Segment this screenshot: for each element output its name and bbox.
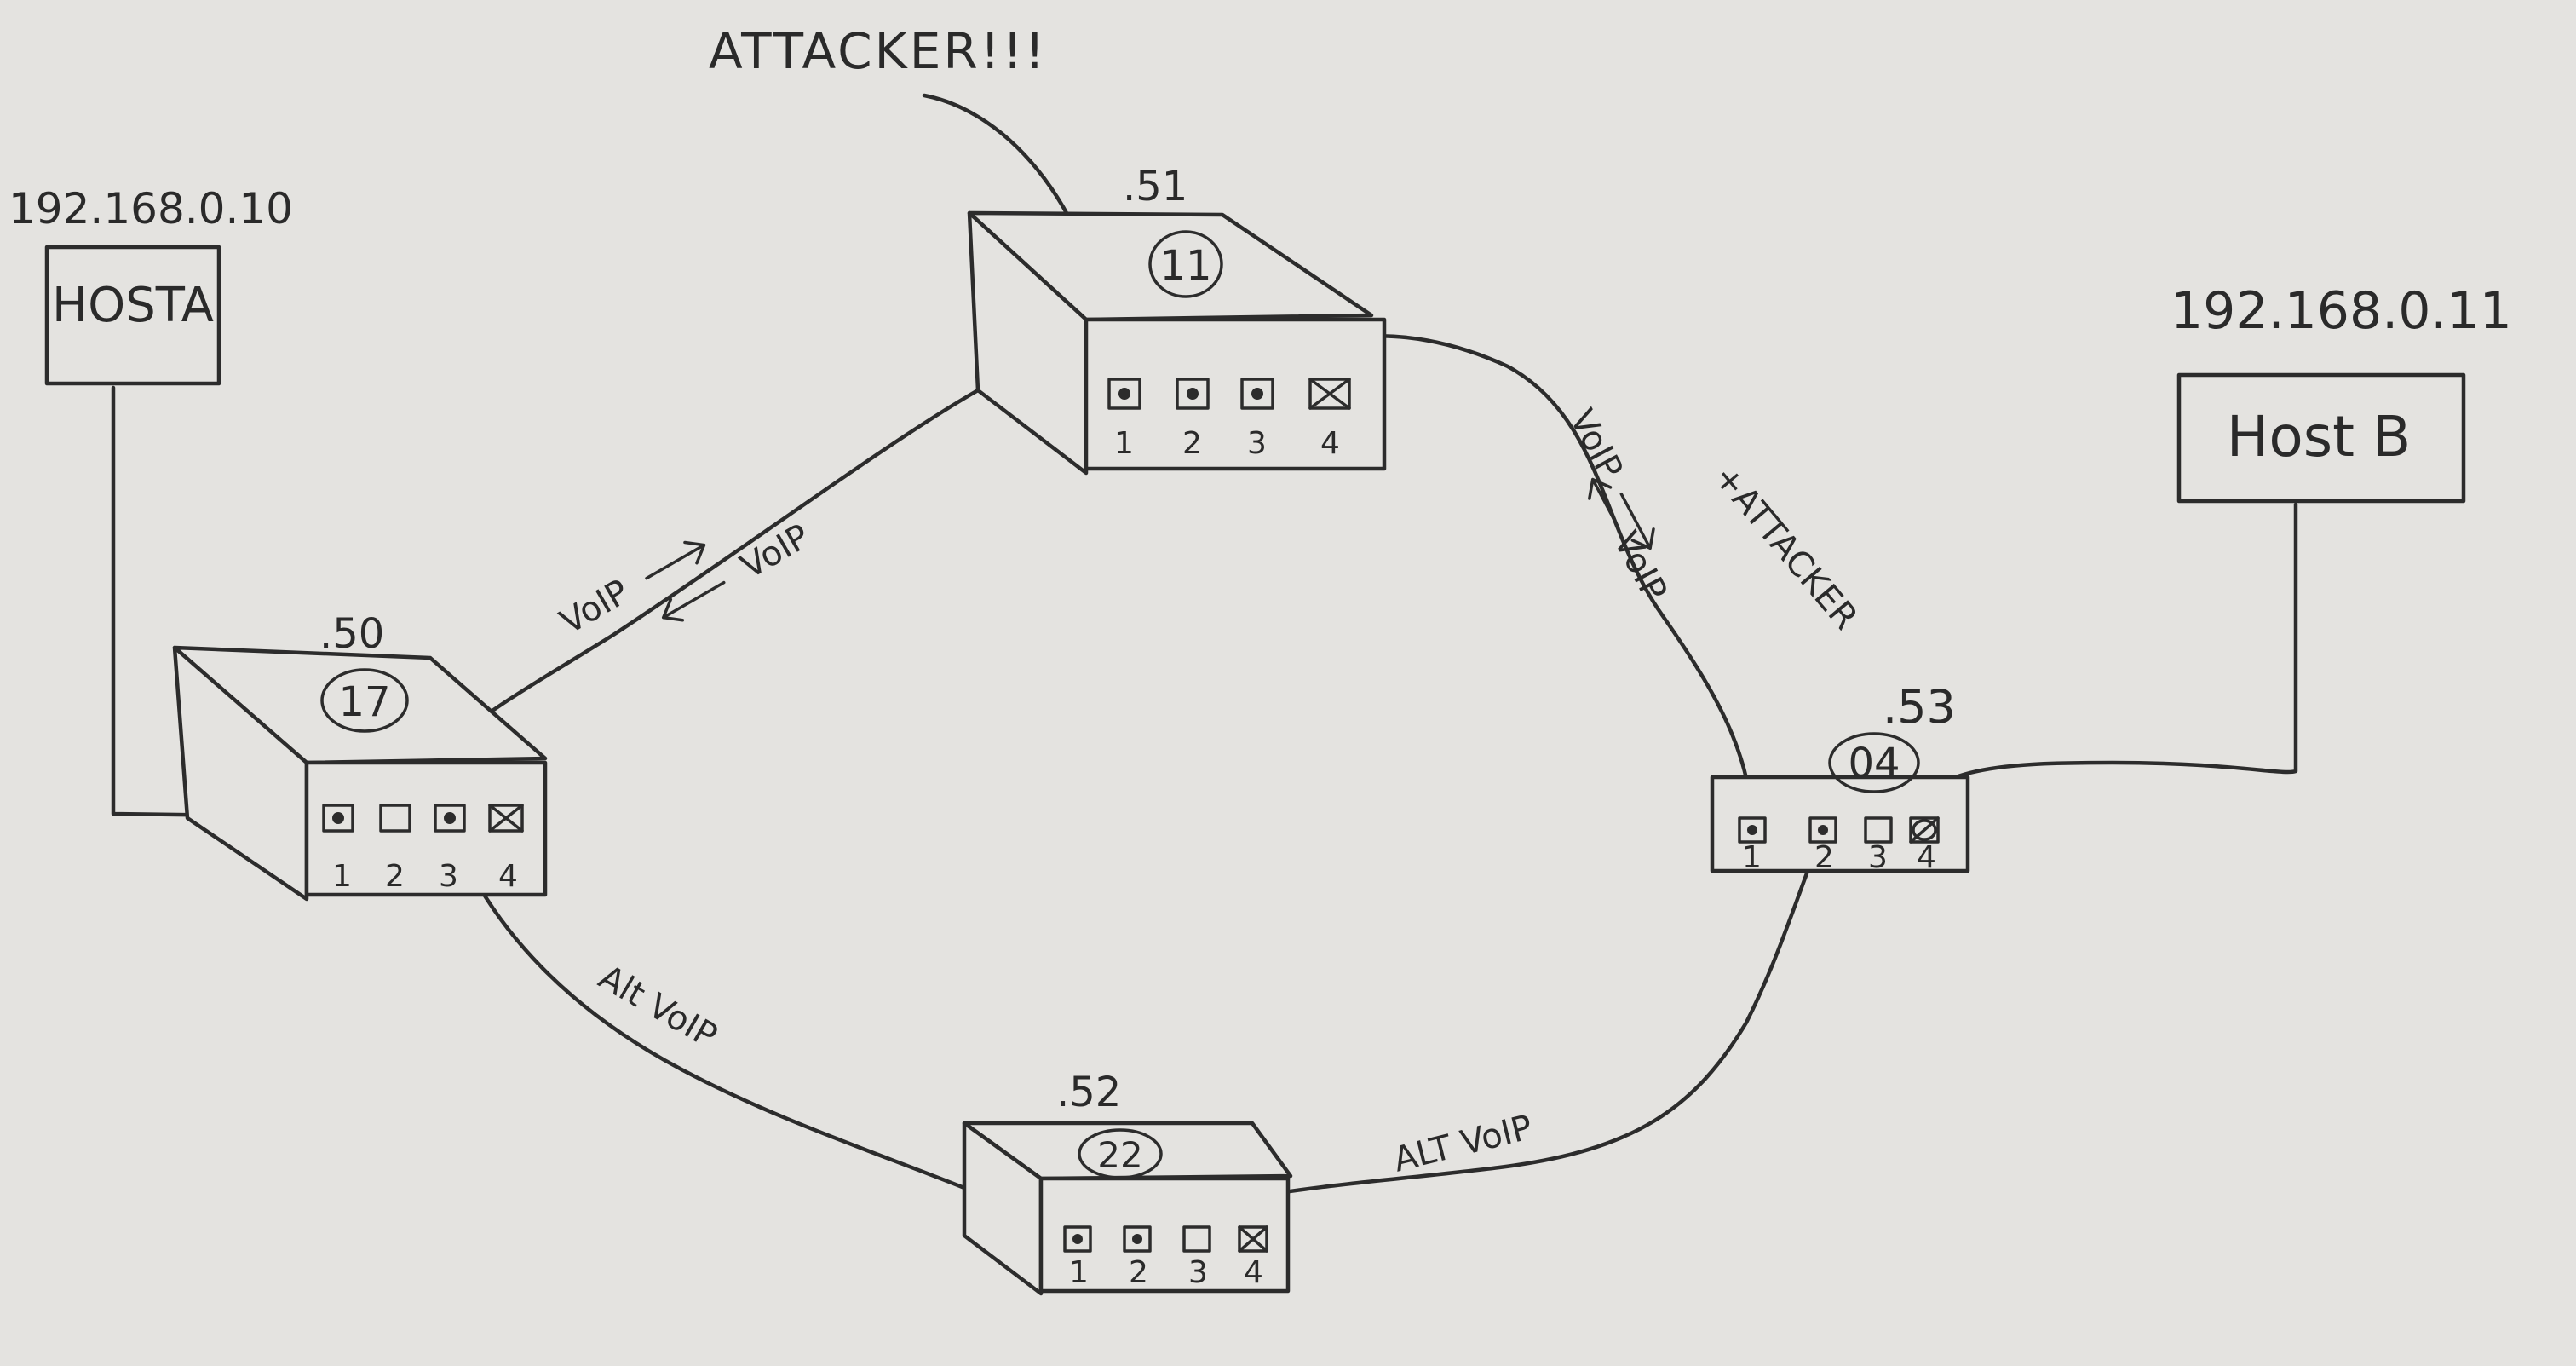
switch-22-port-1-label: 1 bbox=[1069, 1255, 1089, 1290]
switch-11-port-2-label: 2 bbox=[1182, 426, 1202, 461]
host-a-name: HOSTA bbox=[52, 278, 214, 333]
switch-22[interactable]: 1 2 3 4 bbox=[962, 1121, 1293, 1296]
switch-22-id-ring bbox=[1078, 1128, 1163, 1179]
switch-17[interactable]: 1 2 3 4 bbox=[172, 645, 548, 902]
switch-22-port-3-label: 3 bbox=[1188, 1255, 1208, 1290]
link-label-sw11-sw04-attacker: +ATTACKER bbox=[1705, 458, 1865, 637]
switch-22-port-4[interactable] bbox=[1238, 1225, 1268, 1253]
switch-11[interactable]: 1 2 3 4 bbox=[967, 210, 1387, 476]
svg-text:VoIP: VoIP bbox=[1606, 526, 1674, 608]
svg-text:VoIP: VoIP bbox=[554, 572, 635, 642]
switch-17-port-1-label: 1 bbox=[332, 859, 352, 894]
switch-17-port-3-label: 3 bbox=[439, 859, 458, 894]
switch-11-port-1-label: 1 bbox=[1114, 426, 1134, 461]
switch-11-addr: .51 bbox=[1123, 163, 1187, 210]
switch-04-port-2[interactable] bbox=[1808, 816, 1837, 844]
switch-04-port-4-label: 4 bbox=[1917, 840, 1936, 875]
host-b[interactable]: Host B bbox=[2176, 372, 2466, 504]
switch-04-port-4[interactable] bbox=[1909, 816, 1940, 844]
switch-04-id-ring bbox=[1828, 732, 1920, 793]
switch-11-port-4-label: 4 bbox=[1320, 426, 1340, 461]
link-label-sw22-sw04: ALT VoIP bbox=[1389, 1108, 1536, 1180]
switch-11-port-2[interactable] bbox=[1176, 378, 1210, 410]
switch-04-port-2-label: 2 bbox=[1814, 840, 1834, 875]
switch-17-port-1[interactable] bbox=[322, 804, 354, 833]
svg-text:VoIP: VoIP bbox=[734, 516, 816, 586]
switch-04-port-3[interactable] bbox=[1864, 816, 1893, 844]
switch-17-id: 17 bbox=[338, 678, 390, 726]
switch-04[interactable]: 1 2 3 4 bbox=[1710, 775, 1970, 875]
host-b-ip: 192.168.0.11 bbox=[2171, 281, 2512, 341]
switch-22-port-2-label: 2 bbox=[1129, 1255, 1148, 1290]
link-label-sw11-sw04-back: VoIP bbox=[1588, 477, 1674, 608]
switch-17-port-4-label: 4 bbox=[498, 859, 518, 894]
switch-04-port-1[interactable] bbox=[1738, 816, 1767, 844]
switch-22-addr: .52 bbox=[1056, 1069, 1121, 1116]
link-label-sw17-sw11-back: VoIP bbox=[661, 516, 816, 622]
switch-11-id-ring bbox=[1148, 230, 1223, 298]
switch-11-port-1[interactable] bbox=[1107, 378, 1141, 410]
switch-22-port-4-label: 4 bbox=[1244, 1255, 1263, 1290]
host-a-ip: 192.168.0.10 bbox=[9, 184, 293, 233]
switch-17-port-4[interactable] bbox=[488, 804, 524, 833]
switch-04-addr: .53 bbox=[1883, 680, 1956, 734]
link-label-sw11-sw04-forward: VoIP bbox=[1561, 403, 1655, 550]
switch-11-port-3[interactable] bbox=[1240, 378, 1274, 410]
svg-text:VoIP: VoIP bbox=[1561, 403, 1630, 485]
switch-22-port-1[interactable] bbox=[1063, 1225, 1092, 1253]
switch-04-id: 04 bbox=[1848, 740, 1900, 787]
switch-11-id: 11 bbox=[1159, 242, 1211, 290]
switch-22-id: 22 bbox=[1097, 1134, 1142, 1176]
switch-04-port-1-label: 1 bbox=[1742, 840, 1762, 875]
host-b-name: Host B bbox=[2227, 404, 2412, 470]
switch-17-id-ring bbox=[320, 668, 409, 733]
host-a[interactable]: HOSTA bbox=[44, 245, 221, 386]
switch-17-port-2[interactable] bbox=[379, 804, 411, 833]
attacker-label: ATTACKER!!! bbox=[709, 22, 1047, 80]
switch-17-addr: .50 bbox=[319, 610, 384, 658]
switch-11-port-3-label: 3 bbox=[1247, 426, 1267, 461]
switch-22-port-2[interactable] bbox=[1123, 1225, 1152, 1253]
switch-11-port-4[interactable] bbox=[1308, 378, 1351, 410]
link-label-sw17-sw22: Alt VoIP bbox=[592, 958, 723, 1057]
switch-17-port-2-label: 2 bbox=[385, 859, 405, 894]
switch-22-port-3[interactable] bbox=[1182, 1225, 1211, 1253]
switch-17-port-3[interactable] bbox=[434, 804, 466, 833]
switch-04-port-3-label: 3 bbox=[1868, 840, 1888, 875]
